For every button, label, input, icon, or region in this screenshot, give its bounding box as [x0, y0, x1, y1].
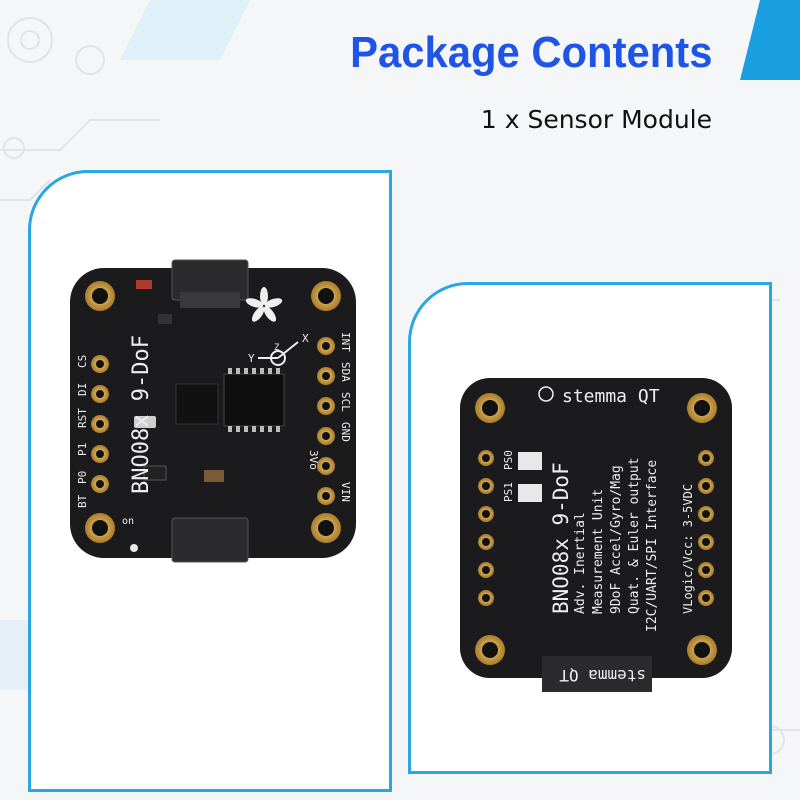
jumper-pad-ps1 — [518, 484, 542, 502]
secondary-chip — [175, 383, 219, 425]
copyright-icon — [538, 386, 554, 402]
logo-flower-icon — [245, 287, 283, 322]
left-pin-header — [91, 355, 109, 493]
pin-label-scl: SCL — [339, 392, 352, 412]
jumper-pad-ps0 — [518, 452, 542, 470]
stemma-brand-top: stemma QT — [562, 386, 660, 407]
crystal — [134, 416, 156, 428]
back-line-6: I2C/UART/SPI Interface — [645, 460, 660, 632]
axis-indicator-icon — [258, 341, 299, 366]
pin-label-int: INT — [339, 332, 352, 352]
right-pin-header — [317, 337, 335, 505]
back-line-5: Quat. & Euler output — [627, 457, 642, 614]
back-line-4: 9DoF Accel/Gyro/Mag — [609, 465, 624, 614]
axis-label-y: Y — [248, 352, 255, 365]
pin-label-sda: SDA — [339, 362, 352, 382]
pin-label-p0: P0 — [76, 471, 89, 484]
ps1-label: PS1 — [502, 482, 515, 502]
back-line-7: VLogic/Vcc: 3-5VDC — [681, 484, 695, 614]
bottom-connector — [542, 656, 652, 692]
pin-label-gnd: GND — [339, 422, 352, 442]
bottom-stemma-connector — [171, 517, 249, 563]
page-title: Package Contents — [349, 28, 712, 77]
back-right-pins — [698, 450, 714, 606]
ps0-label: PS0 — [502, 450, 515, 470]
pin-label-di: DI — [76, 383, 89, 396]
pin-label-cs: CS — [76, 355, 89, 368]
back-mount-holes — [475, 393, 717, 665]
axis-label-z: Z — [274, 343, 280, 353]
pin-label-3vo: 3Vo — [307, 450, 320, 470]
back-line-1: BNO08x 9-DoF — [549, 462, 573, 614]
axis-label-x: X — [302, 332, 309, 345]
back-left-pins — [478, 450, 494, 606]
main-chip — [223, 373, 285, 427]
pin-label-rst: RST — [76, 408, 89, 428]
front-board-name: BNO08x 9-DoF — [129, 335, 154, 494]
pin-label-p1: P1 — [76, 443, 89, 456]
back-line-2: Adv. Inertial — [573, 512, 588, 614]
back-line-3: Measurement Unit — [591, 489, 606, 614]
power-led-label: on — [122, 516, 134, 527]
pin-label-bt: BT — [76, 494, 89, 508]
pin-label-vin: VIN — [339, 482, 352, 502]
stemma-brand-bottom: stemma QT — [559, 666, 646, 685]
mount-holes — [85, 281, 341, 543]
page-subtitle: 1 x Sensor Module — [480, 105, 712, 134]
front-board-image: X Y Z BNO08x 9-DoF CS DI RST P1 P0 BT IN… — [70, 259, 356, 563]
back-board-image: stemma QT stemma QT PS1 PS0 BNO08x 9-DoF… — [460, 378, 732, 692]
